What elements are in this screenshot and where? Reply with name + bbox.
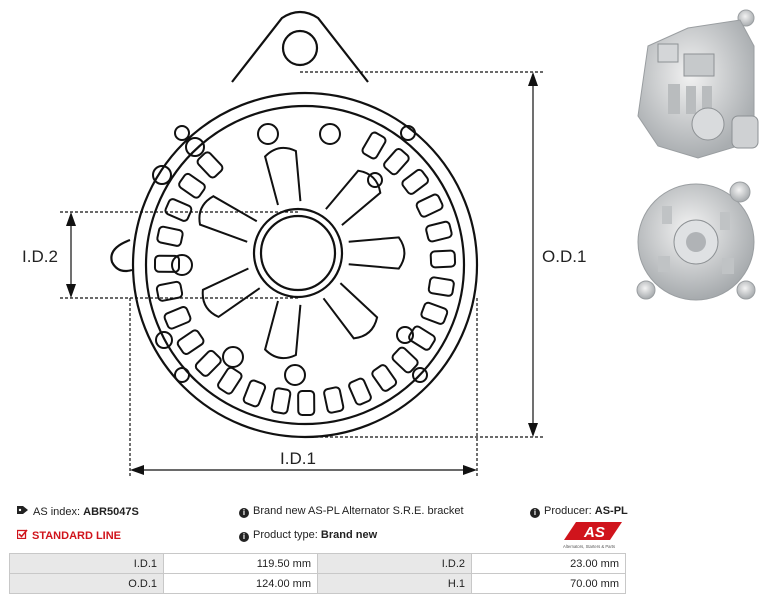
- vent-slot: [348, 377, 372, 406]
- info-icon: i: [239, 508, 249, 518]
- spec-name: H.1: [317, 573, 472, 594]
- vent-slot: [427, 276, 455, 297]
- rib-opening: [263, 300, 302, 360]
- id1-arrow-right: [463, 465, 477, 475]
- vent-slot: [163, 306, 192, 330]
- hub-inner: [259, 214, 337, 292]
- producer-label: Producer:: [544, 505, 592, 517]
- spec-value: 119.50 mm: [163, 553, 318, 574]
- id2-arrow-bottom: [66, 284, 76, 298]
- vent-slot: [155, 280, 184, 302]
- rib-opening: [348, 236, 406, 270]
- product-photo-front[interactable]: [628, 172, 766, 312]
- svg-text:AS: AS: [583, 524, 605, 541]
- vent-slot: [194, 349, 222, 377]
- vent-slot: [323, 386, 345, 414]
- spec-name: I.D.2: [317, 553, 472, 574]
- bolt-hole: [412, 367, 428, 383]
- vent-slot: [361, 131, 387, 160]
- id2-label: I.D.2: [22, 247, 58, 266]
- bolt-hole: [222, 346, 244, 368]
- vent-slot: [156, 225, 184, 247]
- vent-slot: [383, 147, 410, 176]
- bolt-hole: [174, 125, 190, 141]
- bolt-hole: [284, 364, 306, 386]
- vent-slot: [178, 172, 206, 199]
- bolt-hole: [171, 254, 193, 276]
- as-index-label: AS index:: [33, 506, 81, 518]
- vent-slot: [242, 379, 267, 408]
- bolt-hole: [319, 123, 341, 145]
- technical-drawing: I.D.2 O.D.1 I.D.1: [22, 10, 586, 478]
- product-type: i Product type: Brand new: [239, 529, 377, 542]
- tag-icon: [17, 506, 28, 514]
- info-icon: i: [239, 532, 249, 542]
- standard-line-text: STANDARD LINE: [32, 530, 122, 542]
- od1-label: O.D.1: [542, 247, 586, 266]
- as-index: AS index: ABR5047S: [17, 505, 139, 518]
- mounting-lug: [231, 10, 369, 83]
- description-text: Brand new AS-PL Alternator S.R.E. bracke…: [253, 505, 464, 517]
- id1-arrow-left: [130, 465, 144, 475]
- product-photo-back[interactable]: [628, 6, 766, 166]
- vent-slot: [420, 301, 449, 325]
- product-type-label: Product type:: [253, 529, 318, 541]
- vent-slot: [164, 198, 193, 222]
- rib-opening: [198, 195, 258, 243]
- rib-opening: [325, 169, 382, 226]
- info-icon: i: [530, 508, 540, 518]
- checkbox-icon: [17, 529, 28, 539]
- bolt-hole: [155, 331, 173, 349]
- mounting-hole: [281, 29, 319, 67]
- vent-slot: [415, 193, 444, 218]
- bolt-hole: [367, 172, 383, 188]
- as-pl-logo: AS Alternators, Starters & Parts: [563, 522, 622, 549]
- svg-text:Alternators, Starters & Parts: Alternators, Starters & Parts: [563, 544, 615, 549]
- spec-name: O.D.1: [9, 573, 164, 594]
- as-index-value[interactable]: ABR5047S: [83, 506, 139, 518]
- bolt-hole: [257, 123, 279, 145]
- rib-opening: [201, 267, 261, 319]
- od1-arrow-bottom: [528, 423, 538, 437]
- inner-rim: [144, 104, 466, 426]
- bolt-hole: [174, 367, 190, 383]
- rib-opening: [322, 282, 379, 340]
- vent-slot: [429, 249, 457, 269]
- id1-label: I.D.1: [280, 449, 316, 468]
- spec-value: 23.00 mm: [471, 553, 626, 574]
- vent-slot: [401, 168, 429, 195]
- vent-slot: [196, 151, 224, 179]
- vent-slot: [371, 364, 398, 392]
- vent-slot: [391, 346, 419, 374]
- od1-arrow-top: [528, 72, 538, 86]
- vent-slot: [297, 389, 316, 417]
- spec-value: 70.00 mm: [471, 573, 626, 594]
- side-ear: [110, 238, 133, 273]
- bearing-hub: [252, 207, 344, 299]
- bolt-hole: [400, 125, 416, 141]
- spec-name: I.D.1: [9, 553, 164, 574]
- bolt-hole: [396, 326, 414, 344]
- producer-value: AS-PL: [594, 505, 628, 517]
- product-type-value: Brand new: [320, 529, 378, 541]
- vent-slot: [176, 329, 205, 355]
- vent-slot: [425, 220, 453, 243]
- producer: i Producer: AS-PL: [530, 505, 628, 518]
- id2-arrow-top: [66, 212, 76, 226]
- vent-slot: [153, 254, 181, 273]
- vent-slot: [270, 387, 292, 415]
- standard-line-badge: STANDARD LINE: [17, 529, 121, 542]
- description: i Brand new AS-PL Alternator S.R.E. brack…: [239, 505, 464, 518]
- bolt-hole: [152, 165, 172, 185]
- bolt-hole: [185, 137, 205, 157]
- rib-opening: [263, 146, 302, 206]
- spec-value: 124.00 mm: [163, 573, 318, 594]
- outer-rim: [131, 91, 479, 439]
- vent-slot: [217, 366, 243, 395]
